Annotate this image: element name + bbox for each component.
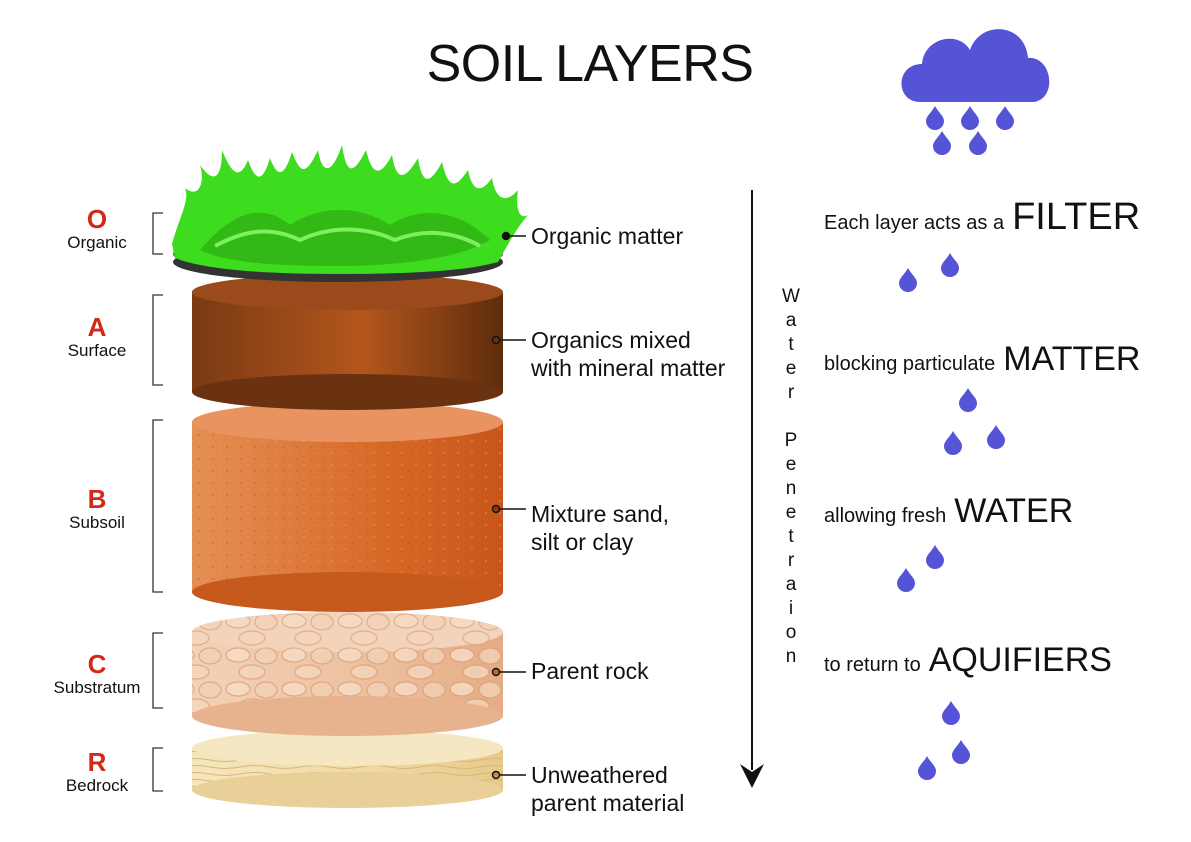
filter-text: blocking particulate xyxy=(824,353,996,375)
horizon-name: Subsoil xyxy=(69,513,125,532)
filter-emphasis: MATTER xyxy=(1003,340,1141,378)
layer-r-bedrock xyxy=(192,730,503,808)
water-label-letter: a xyxy=(785,310,797,331)
water-label-letter: e xyxy=(785,358,797,379)
horizon-name: Substratum xyxy=(53,678,141,697)
raindrop-icon xyxy=(952,740,970,764)
filter-emphasis: WATER xyxy=(954,492,1074,530)
horizon-name: Surface xyxy=(67,341,127,360)
grass-illustration xyxy=(172,145,528,274)
description-r: Unweathered parent material xyxy=(531,761,684,817)
page-title: SOIL LAYERS xyxy=(426,35,754,93)
filter-line-2: blocking particulate MATTER xyxy=(824,340,1140,379)
water-label-letter: i xyxy=(788,598,794,619)
water-label-letter: P xyxy=(784,430,798,451)
filter-line-1: Each layer acts as a FILTER xyxy=(824,196,1140,239)
water-label-letter: t xyxy=(788,334,794,355)
horizon-name: Organic xyxy=(67,233,127,252)
description-a: Organics mixed with mineral matter xyxy=(531,326,725,382)
layer-a-surface xyxy=(192,274,503,410)
description-line: Parent rock xyxy=(531,658,649,684)
water-label-letter: n xyxy=(785,478,797,499)
horizon-letter: B xyxy=(87,484,107,514)
water-penetration-arrow xyxy=(740,190,764,788)
layer-b-subsoil xyxy=(192,402,503,612)
horizon-label-r: R Bedrock xyxy=(42,748,152,796)
horizon-label-a: A Surface xyxy=(42,313,152,361)
description-line: parent material xyxy=(531,790,685,816)
water-label-letter xyxy=(779,405,803,429)
water-label-letter: o xyxy=(785,622,797,643)
water-label-letter: r xyxy=(787,550,795,571)
filter-emphasis: FILTER xyxy=(1012,196,1141,238)
description-line: Mixture sand, xyxy=(531,501,670,527)
pointer-lines xyxy=(491,231,526,780)
rain-cloud-icon xyxy=(901,29,1050,102)
raindrop-icon xyxy=(987,425,1005,449)
horizon-letter: C xyxy=(87,649,107,679)
description-line: Organics mixed xyxy=(531,327,691,353)
raindrop-icon xyxy=(918,756,936,780)
horizon-label-b: B Subsoil xyxy=(42,485,152,533)
water-label-letter: a xyxy=(785,574,797,595)
water-label-letter: W xyxy=(782,286,800,307)
horizon-label-o: O Organic xyxy=(42,205,152,253)
raindrop-icon xyxy=(942,701,960,725)
description-line: Organic matter xyxy=(531,223,684,249)
raindrop-icon xyxy=(996,106,1014,130)
raindrop-icon xyxy=(926,106,944,130)
raindrops xyxy=(897,106,1014,780)
filter-text: Each layer acts as a xyxy=(824,212,1005,234)
description-line: Unweathered xyxy=(531,762,668,788)
raindrop-icon xyxy=(926,545,944,569)
horizon-letter: O xyxy=(86,204,108,234)
water-label-letter: t xyxy=(788,526,794,547)
water-label-letter: r xyxy=(787,382,795,403)
horizon-letter: R xyxy=(87,747,107,777)
raindrop-icon xyxy=(899,268,917,292)
filter-text: to return to xyxy=(824,654,921,676)
raindrop-icon xyxy=(959,388,977,412)
filter-line-4: to return to AQUIFIERS xyxy=(824,641,1112,680)
horizon-name: Bedrock xyxy=(65,776,129,795)
description-b: Mixture sand, silt or clay xyxy=(531,500,669,556)
raindrop-icon xyxy=(897,568,915,592)
description-line: with mineral matter xyxy=(531,355,726,381)
water-label-letter: n xyxy=(785,646,797,667)
description-c: Parent rock xyxy=(531,657,649,685)
raindrop-icon xyxy=(941,253,959,277)
water-label-letter: e xyxy=(785,454,797,475)
filter-emphasis: AQUIFIERS xyxy=(928,641,1112,679)
horizon-label-c: C Substratum xyxy=(42,650,152,698)
water-label-letter: e xyxy=(785,502,797,523)
horizon-brackets xyxy=(152,212,163,792)
raindrop-icon xyxy=(969,131,987,155)
raindrop-icon xyxy=(944,431,962,455)
raindrop-icon xyxy=(933,131,951,155)
horizon-letter: A xyxy=(87,312,107,342)
description-line: silt or clay xyxy=(531,529,634,555)
filter-line-3: allowing fresh WATER xyxy=(824,492,1073,531)
description-o: Organic matter xyxy=(531,222,683,250)
layer-c-substratum xyxy=(192,612,503,736)
filter-text: allowing fresh xyxy=(824,505,947,527)
raindrop-icon xyxy=(961,106,979,130)
